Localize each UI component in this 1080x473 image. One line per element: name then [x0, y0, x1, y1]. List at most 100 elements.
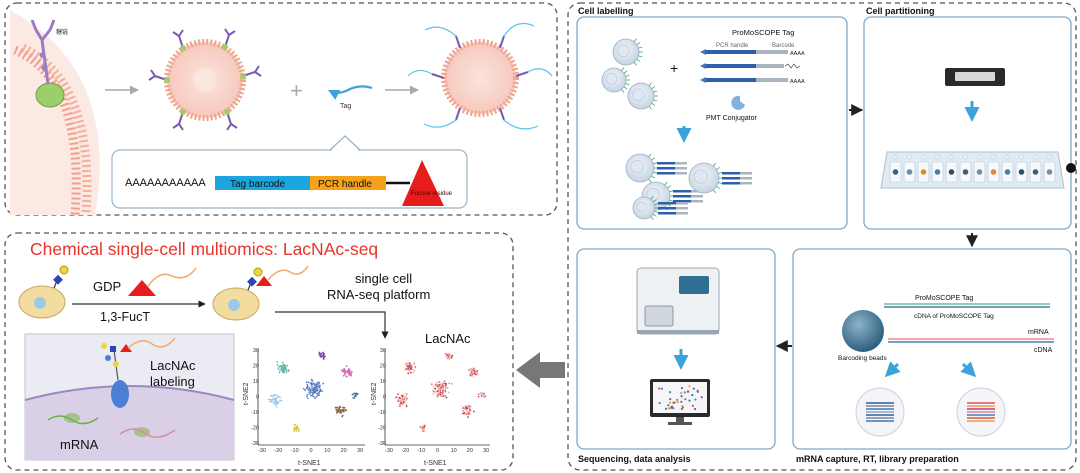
tsne-point — [340, 369, 343, 372]
tsne-point — [316, 381, 319, 384]
tsne-point — [471, 373, 474, 376]
library-tube-1 — [855, 387, 905, 437]
tsne-point — [342, 370, 345, 373]
tsne-point — [293, 428, 296, 431]
y-tick-label: -30 — [378, 441, 386, 447]
tsne-point — [335, 406, 337, 409]
tsne-point — [340, 409, 343, 412]
tsne-point — [278, 371, 281, 374]
tsne-point — [305, 381, 308, 384]
tsne-point — [310, 384, 313, 387]
barcoding-bead — [842, 310, 884, 352]
tsne-point — [403, 395, 405, 397]
tsne-point — [339, 406, 342, 409]
mrna-label: mRNA — [60, 437, 99, 452]
tsne-point — [318, 394, 321, 397]
tsne-point — [470, 370, 472, 373]
tsne-point — [471, 375, 474, 378]
tsne-point — [309, 392, 311, 395]
x-tick-label: 10 — [324, 448, 330, 454]
enzyme-label: 1,3-FucT — [100, 310, 150, 324]
tsne-point — [484, 395, 487, 398]
step-title: mRNA capture, RT, library preparation — [796, 454, 959, 464]
tsne-point — [410, 368, 412, 370]
panel-border — [4, 232, 514, 471]
glycan-label: 糖链 — [56, 28, 68, 36]
tsne-point — [285, 369, 288, 372]
tsne-point — [482, 396, 485, 398]
tsne-point — [348, 374, 351, 376]
tsne-point — [310, 381, 313, 384]
tsne-point — [461, 405, 464, 408]
tsne-point — [273, 398, 275, 401]
x-tick-label: -10 — [291, 448, 299, 454]
tsne-point — [314, 386, 317, 389]
tsne-point — [307, 389, 310, 391]
tsne-point — [434, 387, 437, 390]
cell-partitioning-step: Cell partitioning — [863, 6, 1076, 230]
tsne-point — [310, 394, 312, 397]
tsne-point — [322, 382, 325, 385]
tsne-point — [430, 382, 433, 385]
beads-label: Barcoding beads — [838, 355, 888, 362]
tsne-point — [439, 393, 442, 396]
tsne-point — [404, 368, 407, 371]
tsne-point — [444, 385, 447, 387]
tsne-point — [405, 403, 408, 405]
tsne-point — [295, 430, 298, 432]
tsne-point — [422, 427, 425, 430]
svg-text:AAAA: AAAA — [790, 51, 805, 57]
tsne-point — [446, 386, 449, 389]
tsne-point — [341, 415, 344, 418]
tsne-point — [435, 381, 438, 384]
tsne-point — [460, 407, 463, 410]
sequencer-icon — [636, 267, 720, 335]
tsne-point — [312, 395, 315, 398]
lacnac-plot-title: LacNAc — [425, 331, 471, 346]
tsne-point — [282, 364, 285, 367]
tsne-point — [473, 368, 476, 371]
microfluidic-chip-icon — [945, 68, 1005, 86]
tsne-point — [441, 384, 444, 386]
tsne-point — [445, 355, 448, 358]
tsne-point — [462, 407, 465, 409]
tsne-point — [477, 395, 480, 398]
tsne-point — [445, 396, 448, 399]
lacnac-cell-2 — [212, 265, 309, 321]
tsne-point — [409, 371, 412, 374]
tsne-point — [307, 397, 309, 400]
tsne-point — [445, 353, 448, 356]
tsne-point — [439, 381, 441, 384]
workflow-panel: Cell labelling + ProMoSCOPE Tag PCR hand… — [567, 2, 1077, 471]
tsne-point — [404, 396, 407, 398]
tsne-point — [280, 366, 283, 369]
tsne-point — [281, 370, 284, 373]
tsne-point — [400, 402, 402, 405]
tsne-point — [309, 390, 312, 393]
tsne-point — [270, 398, 273, 401]
tsne-point — [338, 407, 340, 410]
tsne-point — [405, 362, 408, 365]
tsne-point — [468, 405, 471, 408]
tsne-point — [269, 398, 271, 401]
tsne-point — [445, 387, 448, 390]
tsne-point — [476, 374, 479, 377]
tsne-point — [443, 382, 445, 385]
tsne-ylabel: t-SNE2 — [243, 382, 250, 405]
x-tick-label: 20 — [341, 448, 347, 454]
tagged-cell — [407, 23, 553, 130]
tsne-point — [465, 412, 468, 414]
tsne-point — [421, 430, 424, 433]
tsne-point — [306, 385, 309, 388]
tsne-point — [440, 382, 443, 385]
tsne-point — [314, 384, 316, 387]
tsne-point — [406, 362, 409, 365]
tsne-point — [311, 386, 313, 388]
tsne-point — [274, 393, 277, 396]
tsne-point — [306, 387, 309, 390]
tsne-point — [309, 389, 312, 392]
tsne-point — [451, 382, 453, 385]
tsne-point — [353, 392, 355, 395]
